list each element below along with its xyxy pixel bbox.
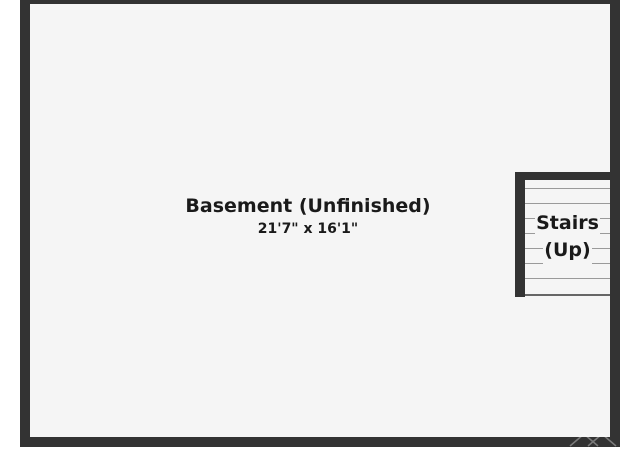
stairs-label-line1: Stairs <box>535 210 600 237</box>
stair-wall-left <box>515 172 525 297</box>
stairs-label-line2: (Up) <box>543 237 592 264</box>
watermark-logo-icon <box>569 433 617 447</box>
basement-floor-area <box>30 4 610 437</box>
stair-wall-top <box>515 172 610 180</box>
room-name: Basement (Unfinished) <box>185 195 431 217</box>
stair-wall-bottom <box>525 294 610 296</box>
wall-right <box>610 0 620 447</box>
wall-top <box>20 0 620 4</box>
room-label: Basement (Unfinished) 21'7" x 16'1" <box>150 193 466 239</box>
wall-bottom <box>20 437 620 447</box>
stair-tread <box>525 203 610 204</box>
stair-tread <box>525 188 610 189</box>
room-dimensions: 21'7" x 16'1" <box>257 221 359 237</box>
stairs-label: Stairs (Up) <box>525 210 610 264</box>
wall-left <box>20 0 30 447</box>
stair-tread <box>525 278 610 279</box>
